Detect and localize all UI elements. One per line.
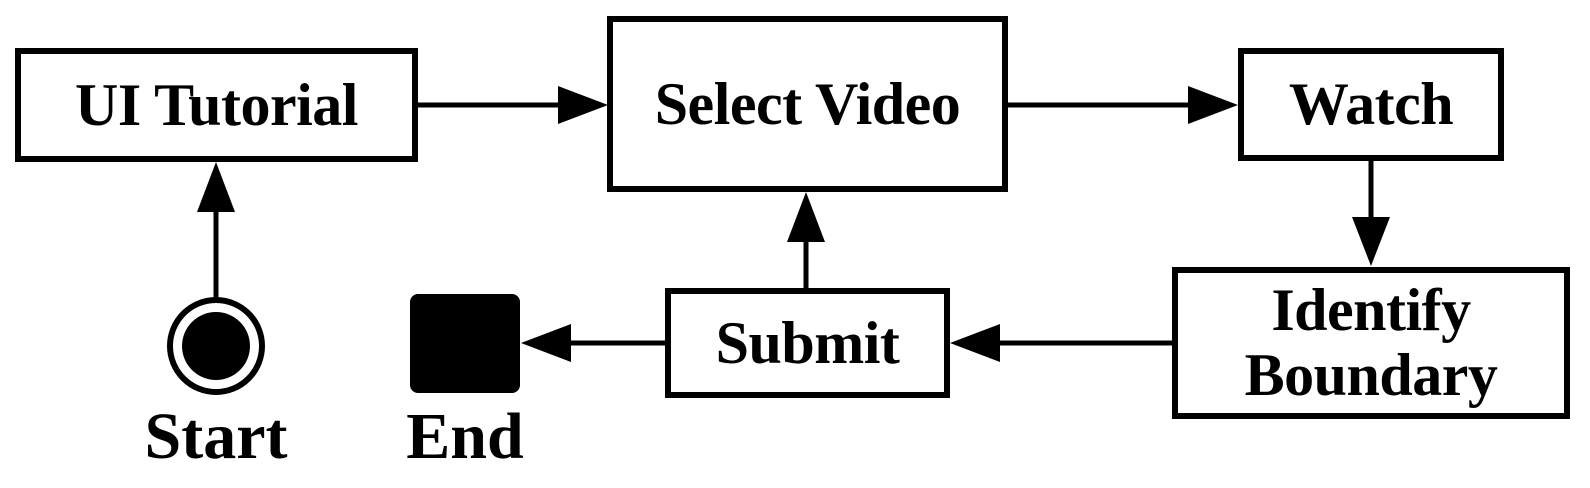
node-select-video-label: Select Video [654, 70, 961, 137]
node-submit: Submit [665, 288, 950, 398]
arrowhead-left-icon [950, 324, 1000, 362]
node-watch: Watch [1238, 48, 1504, 161]
arrowhead-up-icon [787, 192, 825, 242]
arrowhead-right-icon [558, 86, 608, 124]
end-state-icon [410, 294, 520, 393]
start-state-inner-dot-icon [182, 312, 250, 380]
node-select-video: Select Video [607, 16, 1008, 192]
node-identify-boundary: Identify Boundary [1172, 267, 1570, 419]
arrowhead-up-icon [197, 162, 235, 212]
start-label: Start [144, 400, 288, 473]
arrowhead-down-icon [1352, 217, 1390, 266]
node-watch-label: Watch [1288, 71, 1454, 138]
node-ui-tutorial-label: UI Tutorial [75, 71, 358, 138]
node-submit-label: Submit [715, 309, 900, 376]
arrowhead-left-icon [521, 324, 571, 362]
arrowhead-right-icon [1188, 86, 1238, 124]
node-identify-boundary-label-line1: Identify [1271, 277, 1471, 344]
node-ui-tutorial: UI Tutorial [15, 48, 418, 162]
node-identify-boundary-label-line2: Boundary [1244, 342, 1498, 408]
end-label: End [406, 400, 524, 473]
